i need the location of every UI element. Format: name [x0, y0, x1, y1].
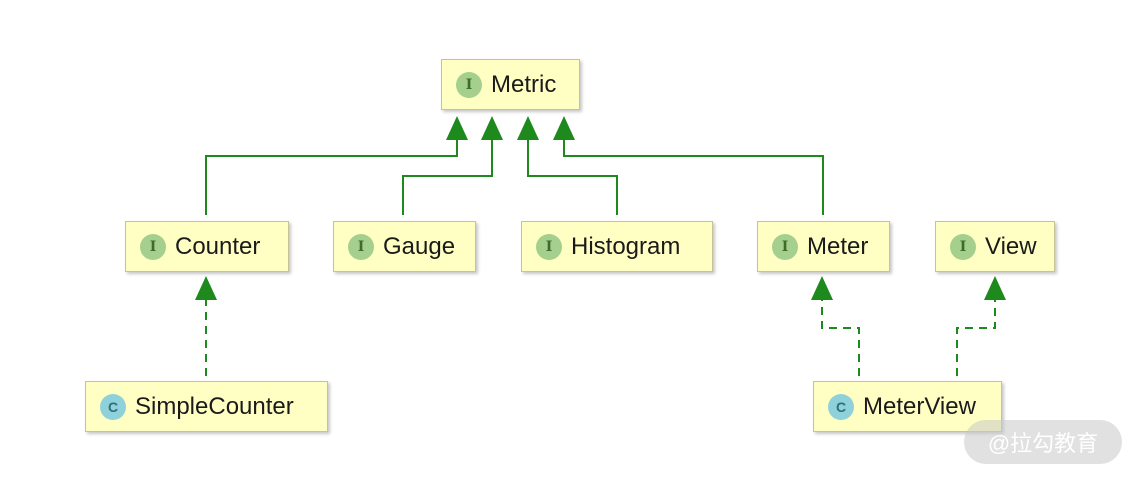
watermark: @拉勾教育: [964, 420, 1122, 464]
node-counter[interactable]: I Counter: [125, 221, 289, 272]
arrowhead-gauge-to-metric: [481, 116, 503, 140]
edge-gauge-to-metric: [402, 140, 493, 215]
node-gauge[interactable]: I Gauge: [333, 221, 476, 272]
node-label: Meter: [807, 232, 869, 260]
edge-counter-to-metric: [205, 140, 458, 215]
node-label: Gauge: [383, 232, 456, 260]
node-label: View: [985, 232, 1037, 260]
node-histogram[interactable]: I Histogram: [521, 221, 713, 272]
arrowhead-simplecounter-to-counter: [195, 276, 217, 300]
node-label: Counter: [175, 232, 261, 260]
arrowhead-histogram-to-metric: [517, 116, 539, 140]
node-meterview[interactable]: C MeterView: [813, 381, 1002, 432]
interface-badge-icon: I: [348, 233, 374, 260]
edge-meterview-to-meter: [821, 300, 860, 376]
edge-histogram-to-metric: [527, 140, 618, 215]
interface-badge-icon: I: [456, 71, 482, 98]
node-label: Metric: [491, 70, 557, 98]
class-badge-icon: C: [828, 393, 854, 420]
node-meter[interactable]: I Meter: [757, 221, 890, 272]
interface-badge-icon: I: [536, 233, 562, 260]
interface-badge-icon: I: [950, 233, 976, 260]
node-label: SimpleCounter: [135, 392, 294, 420]
interface-badge-icon: I: [140, 233, 166, 260]
node-label: Histogram: [571, 232, 681, 260]
node-view[interactable]: I View: [935, 221, 1055, 272]
arrowhead-meter-to-metric: [553, 116, 575, 140]
edge-meter-to-metric: [563, 140, 824, 215]
arrowhead-meterview-to-view: [984, 276, 1006, 300]
node-metric[interactable]: I Metric: [441, 59, 580, 110]
edge-meterview-to-view: [956, 300, 996, 376]
node-simplecounter[interactable]: C SimpleCounter: [85, 381, 328, 432]
class-badge-icon: C: [100, 393, 126, 420]
arrowhead-counter-to-metric: [446, 116, 468, 140]
interface-badge-icon: I: [772, 233, 798, 260]
node-label: MeterView: [863, 392, 976, 420]
arrowhead-meterview-to-meter: [811, 276, 833, 300]
